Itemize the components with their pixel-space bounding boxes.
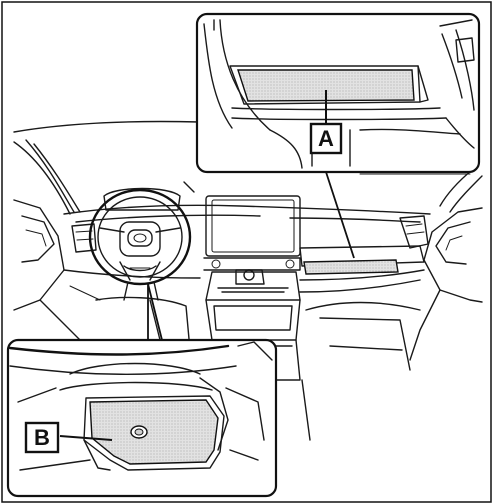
under-dash-lid-panel bbox=[89, 399, 219, 465]
overhead-shelf-panel bbox=[237, 69, 415, 102]
callout-b-box bbox=[24, 421, 60, 454]
steering-wheel bbox=[88, 188, 192, 286]
callout-a: A bbox=[309, 122, 343, 155]
inset-b: B bbox=[6, 283, 278, 498]
inset-a: A bbox=[195, 12, 481, 259]
callout-b-leader bbox=[59, 435, 113, 441]
lid-latch-knob-inner bbox=[134, 428, 144, 436]
glovebox-highlight-main bbox=[303, 259, 399, 275]
inset-a-connector bbox=[325, 171, 355, 259]
callout-a-label: A bbox=[318, 126, 334, 151]
inset-b-connector-2 bbox=[147, 283, 163, 341]
callout-b-label: B bbox=[34, 425, 50, 450]
callout-b: B bbox=[24, 421, 60, 454]
dashboard-overview bbox=[13, 120, 483, 441]
callout-a-box bbox=[309, 122, 343, 155]
